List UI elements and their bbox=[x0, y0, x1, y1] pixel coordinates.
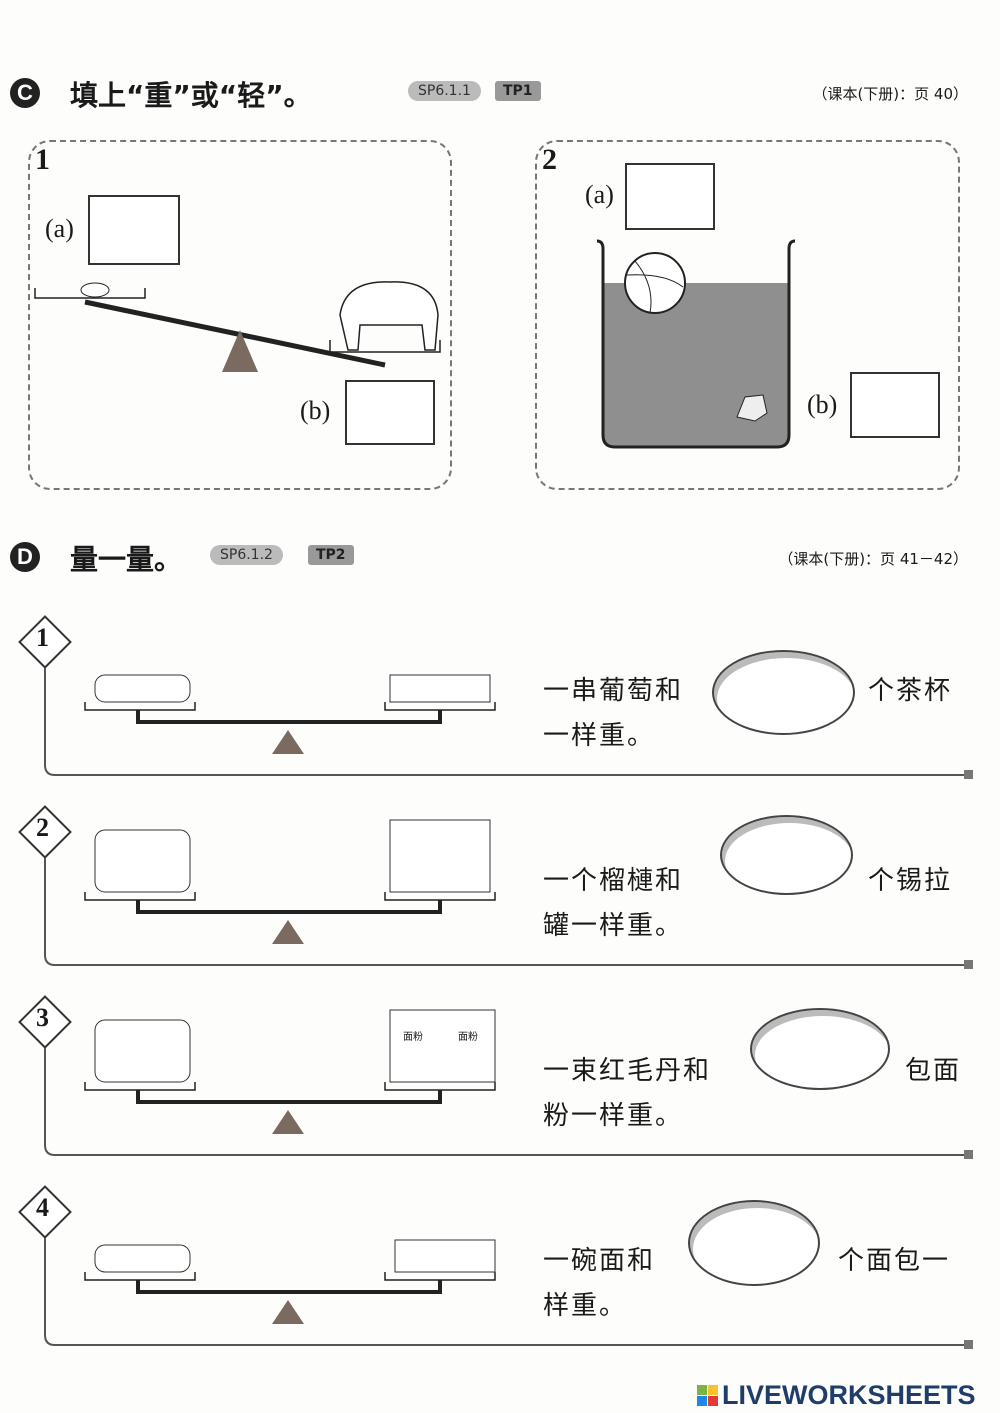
question-text-after: 包面 bbox=[905, 1056, 962, 1086]
answer-oval-input[interactable] bbox=[720, 815, 853, 895]
left-pan bbox=[34, 288, 146, 299]
label-b: (b) bbox=[300, 396, 331, 425]
question-text-line2: 样重。 bbox=[543, 1291, 628, 1321]
scale-beam bbox=[136, 710, 442, 724]
left-pan bbox=[84, 1082, 196, 1091]
mouse-icon bbox=[80, 282, 110, 298]
question-number: 1 bbox=[35, 143, 50, 176]
sp-badge: SP6.1.2 bbox=[210, 545, 283, 565]
right-object-icon bbox=[389, 674, 491, 703]
left-pan bbox=[84, 892, 196, 901]
fulcrum-triangle bbox=[272, 920, 304, 944]
answer-oval-input[interactable] bbox=[712, 650, 855, 735]
question-panel-2 bbox=[535, 140, 960, 490]
flour-label: 面粉 bbox=[458, 1032, 478, 1043]
left-pan bbox=[84, 1272, 196, 1281]
question-text: 一个榴槤和 bbox=[543, 866, 684, 896]
item-number: 2 bbox=[36, 813, 49, 842]
sp-badge: SP6.1.1 bbox=[408, 81, 481, 101]
right-object-icon bbox=[394, 1239, 496, 1273]
item-number: 4 bbox=[36, 1193, 49, 1222]
item-number: 3 bbox=[36, 1003, 49, 1032]
question-panel-1 bbox=[28, 140, 452, 490]
item-frame bbox=[44, 819, 973, 969]
scale-beam bbox=[136, 1090, 442, 1104]
right-pan bbox=[384, 892, 496, 901]
label-b: (b) bbox=[807, 390, 838, 419]
question-text-after: 个面包一 bbox=[838, 1246, 951, 1276]
label-a: (a) bbox=[585, 180, 614, 209]
answer-box-1b[interactable] bbox=[345, 380, 435, 445]
item-frame bbox=[44, 660, 973, 779]
tp-badge: TP2 bbox=[308, 545, 354, 565]
label-a: (a) bbox=[45, 214, 74, 243]
fulcrum-triangle bbox=[272, 1300, 304, 1324]
question-text: 一串葡萄和 bbox=[543, 676, 684, 706]
brand-text: LIVEWORKSHEETS bbox=[722, 1380, 976, 1410]
item-bracket-line bbox=[44, 660, 968, 776]
scale-beam bbox=[136, 900, 442, 914]
line-end-marker bbox=[964, 1150, 973, 1159]
textbook-reference: （课本(下册)：页 40） bbox=[812, 85, 968, 103]
seesaw-beam bbox=[84, 299, 386, 368]
liveworksheets-logo: LIVEWORKSHEETS bbox=[697, 1380, 976, 1411]
scale-beam bbox=[136, 1280, 442, 1294]
line-end-marker bbox=[964, 1340, 973, 1349]
question-text: 一碗面和 bbox=[543, 1246, 656, 1276]
textbook-reference: （课本(下册)：页 41－42） bbox=[778, 550, 968, 568]
water-tank-illustration bbox=[596, 239, 795, 449]
question-text-after: 个锡拉 bbox=[868, 866, 953, 896]
answer-box-2a[interactable] bbox=[625, 163, 715, 230]
fulcrum-triangle bbox=[272, 730, 304, 754]
question-text-after: 个茶杯 bbox=[868, 676, 953, 706]
right-pan bbox=[384, 1272, 496, 1281]
left-object-icon bbox=[94, 1019, 191, 1083]
question-text-line2: 粉一样重。 bbox=[543, 1101, 684, 1131]
right-pan bbox=[384, 1082, 496, 1091]
fulcrum-triangle bbox=[222, 330, 258, 372]
section-d-icon: D bbox=[10, 542, 40, 572]
item-bracket-line bbox=[44, 850, 968, 966]
section-d-title: 量一量。 bbox=[70, 543, 183, 576]
right-object-icon bbox=[389, 819, 491, 893]
answer-oval-input[interactable] bbox=[750, 1008, 890, 1090]
tp-badge: TP1 bbox=[495, 81, 541, 101]
question-number: 2 bbox=[542, 143, 557, 176]
question-text: 一束红毛丹和 bbox=[543, 1056, 712, 1086]
line-end-marker bbox=[964, 960, 973, 969]
section-c-title: 填上“重”或“轻”。 bbox=[70, 79, 312, 112]
left-pan bbox=[84, 702, 196, 711]
item-number: 1 bbox=[36, 623, 49, 652]
question-text-line2: 一样重。 bbox=[543, 721, 656, 751]
left-object-icon bbox=[94, 674, 191, 703]
answer-box-2b[interactable] bbox=[850, 372, 940, 438]
tank bbox=[596, 239, 795, 449]
item-frame bbox=[44, 1009, 973, 1159]
ball-lines bbox=[626, 260, 684, 314]
logo-blocks bbox=[697, 1385, 718, 1406]
question-text-line2: 罐一样重。 bbox=[543, 911, 684, 941]
item-bracket-line bbox=[44, 1230, 968, 1346]
item-frame bbox=[44, 1230, 973, 1349]
item-bracket-line bbox=[44, 1040, 968, 1156]
left-object-icon bbox=[94, 829, 191, 893]
section-c-icon: C bbox=[10, 78, 40, 108]
answer-box-1a[interactable] bbox=[88, 195, 180, 265]
left-object-icon bbox=[94, 1244, 191, 1273]
elephant-icon bbox=[339, 281, 439, 351]
line-end-marker bbox=[964, 770, 973, 779]
water bbox=[603, 283, 789, 447]
stone-icon bbox=[736, 394, 768, 422]
right-object-icon bbox=[389, 1009, 496, 1083]
fulcrum-triangle bbox=[272, 1110, 304, 1134]
answer-oval-input[interactable] bbox=[688, 1200, 820, 1286]
right-pan bbox=[329, 340, 441, 353]
seesaw-illustration bbox=[34, 281, 441, 372]
right-pan bbox=[384, 702, 496, 711]
flour-label: 面粉 bbox=[403, 1032, 423, 1043]
